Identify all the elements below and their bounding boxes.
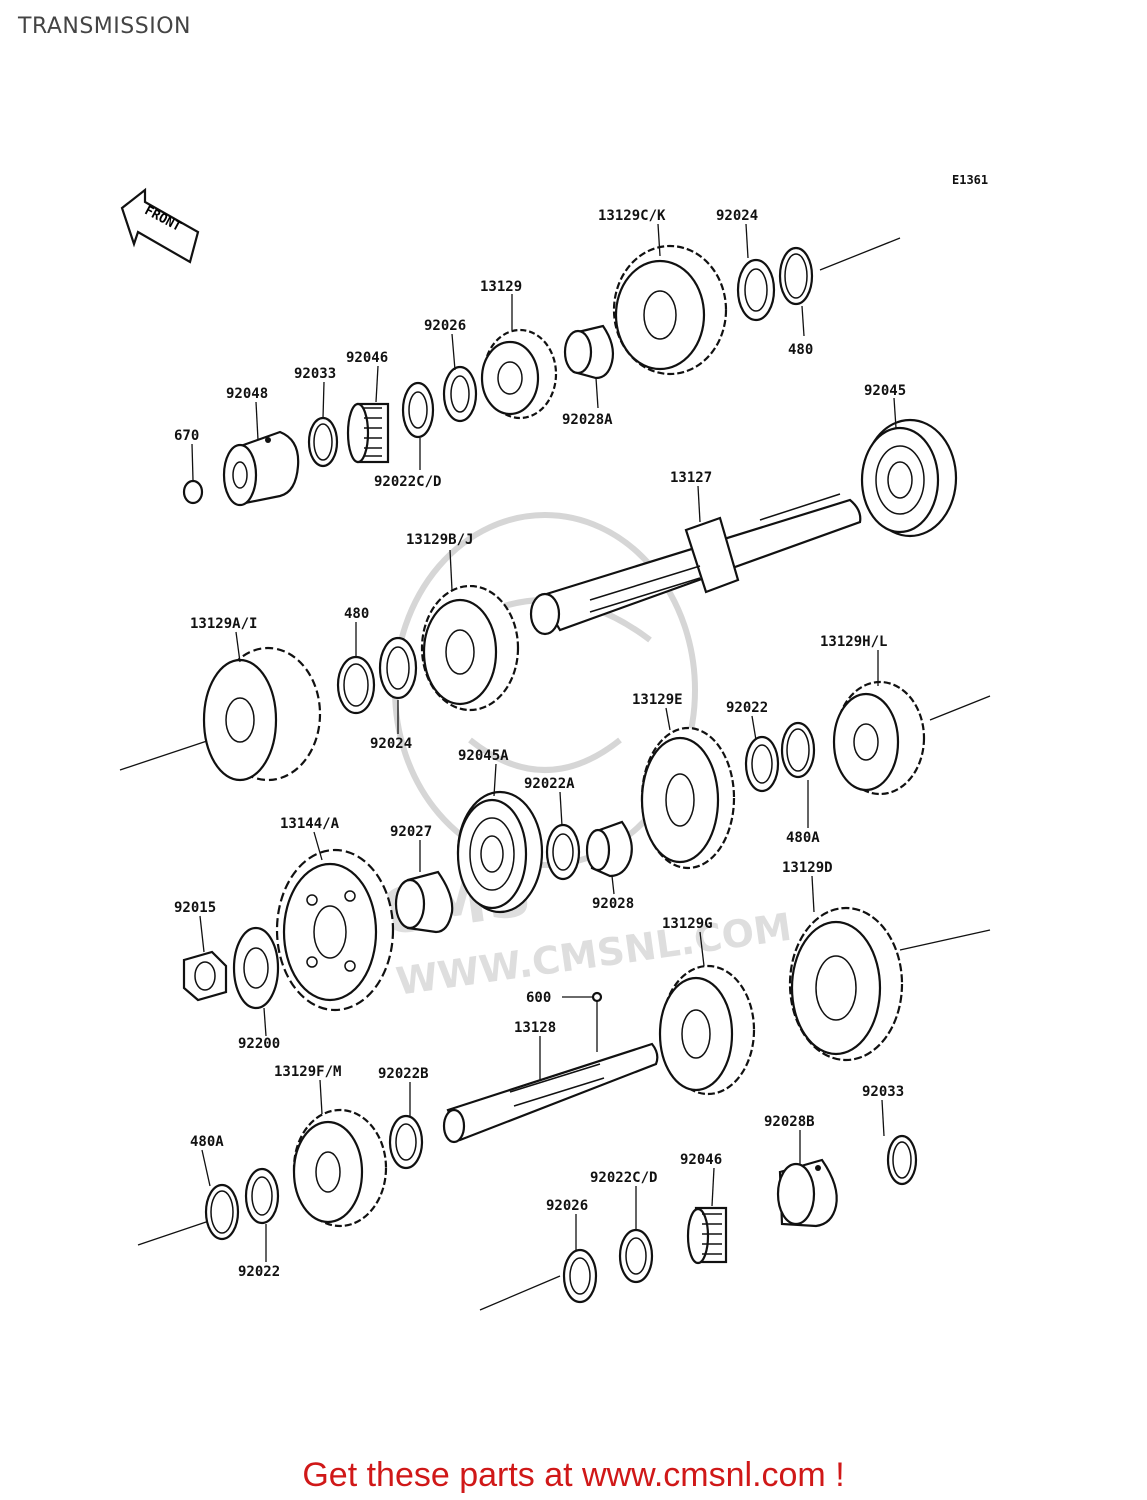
- label-13129: 13129: [480, 279, 522, 295]
- part-92015-nut[interactable]: [182, 950, 228, 1002]
- part-92026-washer[interactable]: [442, 365, 478, 423]
- part-13144a-sprocket[interactable]: [275, 848, 395, 1012]
- label-480-middle: 480: [344, 606, 369, 622]
- part-92022-washer-middle[interactable]: [744, 735, 780, 793]
- label-480a-lower: 480A: [190, 1134, 224, 1150]
- label-92024-upper: 92024: [716, 208, 758, 224]
- part-92045a-bearing[interactable]: [456, 790, 544, 914]
- part-92024-washer-middle[interactable]: [378, 636, 418, 700]
- label-13129ck: 13129C/K: [598, 208, 666, 224]
- label-92022cd-upper: 92022C/D: [374, 474, 441, 490]
- label-13144a: 13144/A: [280, 816, 340, 832]
- part-92048-collar[interactable]: [222, 430, 300, 507]
- label-670: 670: [174, 428, 199, 444]
- label-92015: 92015: [174, 900, 216, 916]
- footer-link[interactable]: Get these parts at www.cmsnl.com !: [302, 1456, 845, 1494]
- label-480a-middle: 480A: [786, 830, 820, 846]
- part-92046-needle-bearing-lower[interactable]: [686, 1206, 728, 1265]
- label-13127: 13127: [670, 470, 712, 486]
- part-13129hl-gear[interactable]: [832, 680, 926, 796]
- part-92024-washer-upper[interactable]: [736, 258, 776, 322]
- part-480-circlip-middle[interactable]: [336, 655, 376, 715]
- part-480a-circlip-lower[interactable]: [204, 1183, 240, 1241]
- page-title: TRANSMISSION: [18, 14, 191, 39]
- part-92033-circlip-lower[interactable]: [886, 1134, 918, 1186]
- label-480-upper: 480: [788, 342, 813, 358]
- part-13129-gear[interactable]: [480, 328, 558, 420]
- label-92027: 92027: [390, 824, 432, 840]
- part-13129bj-gear[interactable]: [420, 584, 520, 712]
- label-92048: 92048: [226, 386, 268, 402]
- part-13129g-gear[interactable]: [658, 964, 756, 1096]
- label-92028: 92028: [592, 896, 634, 912]
- part-92022b-washer[interactable]: [388, 1114, 424, 1170]
- part-13129e-gear[interactable]: [640, 726, 736, 870]
- part-480a-circlip-middle[interactable]: [780, 721, 816, 779]
- front-arrow-icon: FRONT: [120, 187, 200, 264]
- part-92046-needle-bearing[interactable]: [346, 402, 390, 464]
- label-13129hl: 13129H/L: [820, 634, 887, 650]
- label-92045: 92045: [864, 383, 906, 399]
- part-480-circlip-upper[interactable]: [778, 246, 814, 306]
- part-92022a-washer[interactable]: [545, 823, 581, 881]
- part-92022cd-washer[interactable]: [401, 381, 435, 439]
- label-92046-lower: 92046: [680, 1152, 722, 1168]
- part-92028b-collar[interactable]: [776, 1158, 838, 1228]
- label-92022a: 92022A: [524, 776, 575, 792]
- label-92028a: 92028A: [562, 412, 613, 428]
- part-13128-output-shaft[interactable]: [442, 1042, 659, 1144]
- label-92022-lower: 92022: [238, 1264, 280, 1280]
- axis-lines: [119, 237, 991, 1311]
- part-92045-bearing[interactable]: [860, 418, 958, 538]
- part-92033-circlip[interactable]: [307, 416, 339, 468]
- label-92033-upper: 92033: [294, 366, 336, 382]
- label-92028b: 92028B: [764, 1114, 815, 1130]
- part-13129d-gear[interactable]: [788, 906, 904, 1062]
- label-13129bj: 13129B/J: [406, 532, 473, 548]
- part-92026-washer-lower[interactable]: [562, 1248, 598, 1304]
- label-92022cd-lower: 92022C/D: [590, 1170, 657, 1186]
- label-13129ai: 13129A/I: [190, 616, 257, 632]
- label-92022b: 92022B: [378, 1066, 429, 1082]
- part-670-o-ring[interactable]: [182, 479, 204, 505]
- part-92028a-bush[interactable]: [563, 324, 615, 380]
- label-92045a: 92045A: [458, 748, 509, 764]
- part-92028-bush[interactable]: [585, 820, 633, 878]
- label-13129d: 13129D: [782, 860, 833, 876]
- part-92200-lock-washer[interactable]: [232, 926, 280, 1010]
- label-92200: 92200: [238, 1036, 280, 1052]
- part-13129fm-gear[interactable]: [292, 1108, 388, 1228]
- label-92033-lower: 92033: [862, 1084, 904, 1100]
- part-labels: 13129C/K 92024 480 13129 92026 92046 920…: [174, 208, 906, 1280]
- label-13129g: 13129G: [662, 916, 713, 932]
- part-92022cd-washer-lower[interactable]: [618, 1228, 654, 1284]
- label-92022-middle: 92022: [726, 700, 768, 716]
- part-600-ball[interactable]: [591, 991, 603, 1003]
- part-92027-collar[interactable]: [394, 870, 454, 934]
- part-13129ai-gear[interactable]: [202, 646, 322, 782]
- label-13128: 13128: [514, 1020, 556, 1036]
- label-600: 600: [526, 990, 551, 1006]
- label-92024-middle: 92024: [370, 736, 412, 752]
- diagram-code: E1361: [952, 173, 988, 187]
- leader-lines: [191, 223, 897, 1262]
- part-13129ck-gear[interactable]: [612, 244, 728, 376]
- label-92026-lower: 92026: [546, 1198, 588, 1214]
- part-13127-input-shaft[interactable]: [529, 493, 862, 636]
- part-92022-washer-lower[interactable]: [244, 1167, 280, 1225]
- label-92046-upper: 92046: [346, 350, 388, 366]
- label-13129e: 13129E: [632, 692, 683, 708]
- label-92026-upper: 92026: [424, 318, 466, 334]
- label-13129fm: 13129F/M: [274, 1064, 341, 1080]
